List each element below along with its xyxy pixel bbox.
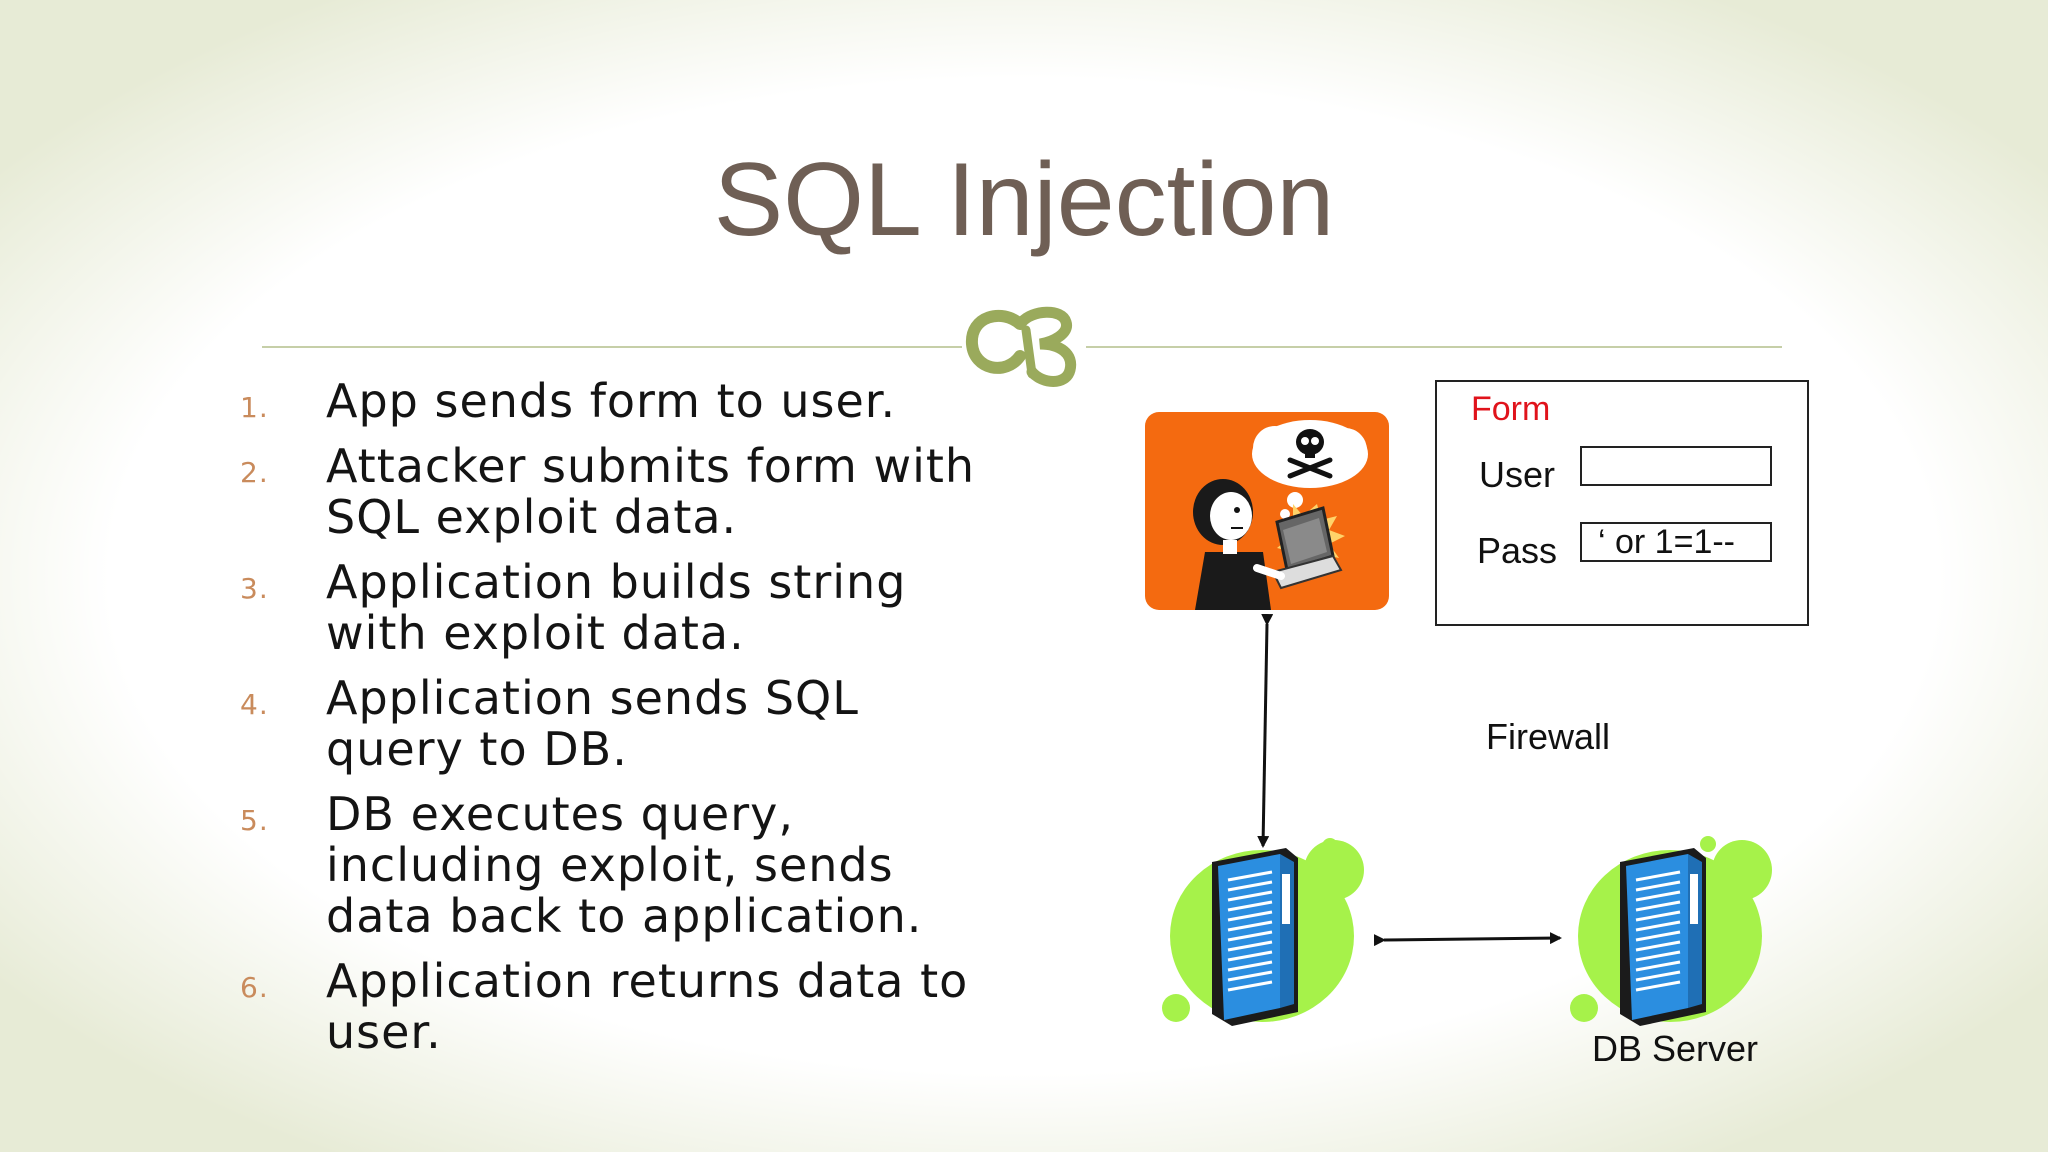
firewall-label: Firewall [1486,716,1611,757]
user-label: User [1479,454,1556,495]
db-server-icon [1570,836,1772,1026]
pass-field: ‘ or 1=1-- [1580,522,1772,562]
step-text: Application returns data to user. [326,954,969,1059]
slide-title: SQL Injection [713,142,1335,258]
step-number: 6. [240,971,269,1004]
divider-left [262,346,962,348]
step-number: 2. [240,456,269,489]
attacker-image [1145,412,1389,610]
app-server-icon [1162,838,1364,1026]
pass-label: Pass [1477,530,1558,571]
step-text: Attacker submits form with SQL exploit d… [326,439,976,544]
fleuron-ornament-icon [966,306,1077,387]
step-text: App sends form to user. [326,374,897,428]
divider-right [1086,346,1782,348]
step-number: 4. [240,688,269,721]
db-server-label: DB Server [1592,1028,1759,1069]
step-number: 5. [240,804,269,837]
list-item: 5. DB executes query, including exploit, … [236,789,996,942]
login-form-illustration: Form User Pass ‘ or 1=1-- [1435,380,1809,626]
list-item: 1. App sends form to user. [236,376,996,427]
list-item: 2. Attacker submits form with SQL exploit… [236,441,996,543]
steps-list: 1. App sends form to user. 2. Attacker sub… [236,376,996,1072]
form-title: Form [1471,390,1551,428]
step-number: 3. [240,572,269,605]
step-number: 1. [240,391,269,424]
list-item: 6. Application returns data to user. [236,956,996,1058]
user-field [1580,446,1772,486]
hacker-icon [1193,420,1368,610]
list-item: 3. Application builds string with exploit… [236,557,996,659]
step-text: DB executes query, including exploit, se… [326,787,923,943]
list-item: 4. Application sends SQL query to DB. [236,673,996,775]
step-text: Application sends SQL query to DB. [326,671,859,776]
step-text: Application builds string with exploit d… [326,555,907,660]
